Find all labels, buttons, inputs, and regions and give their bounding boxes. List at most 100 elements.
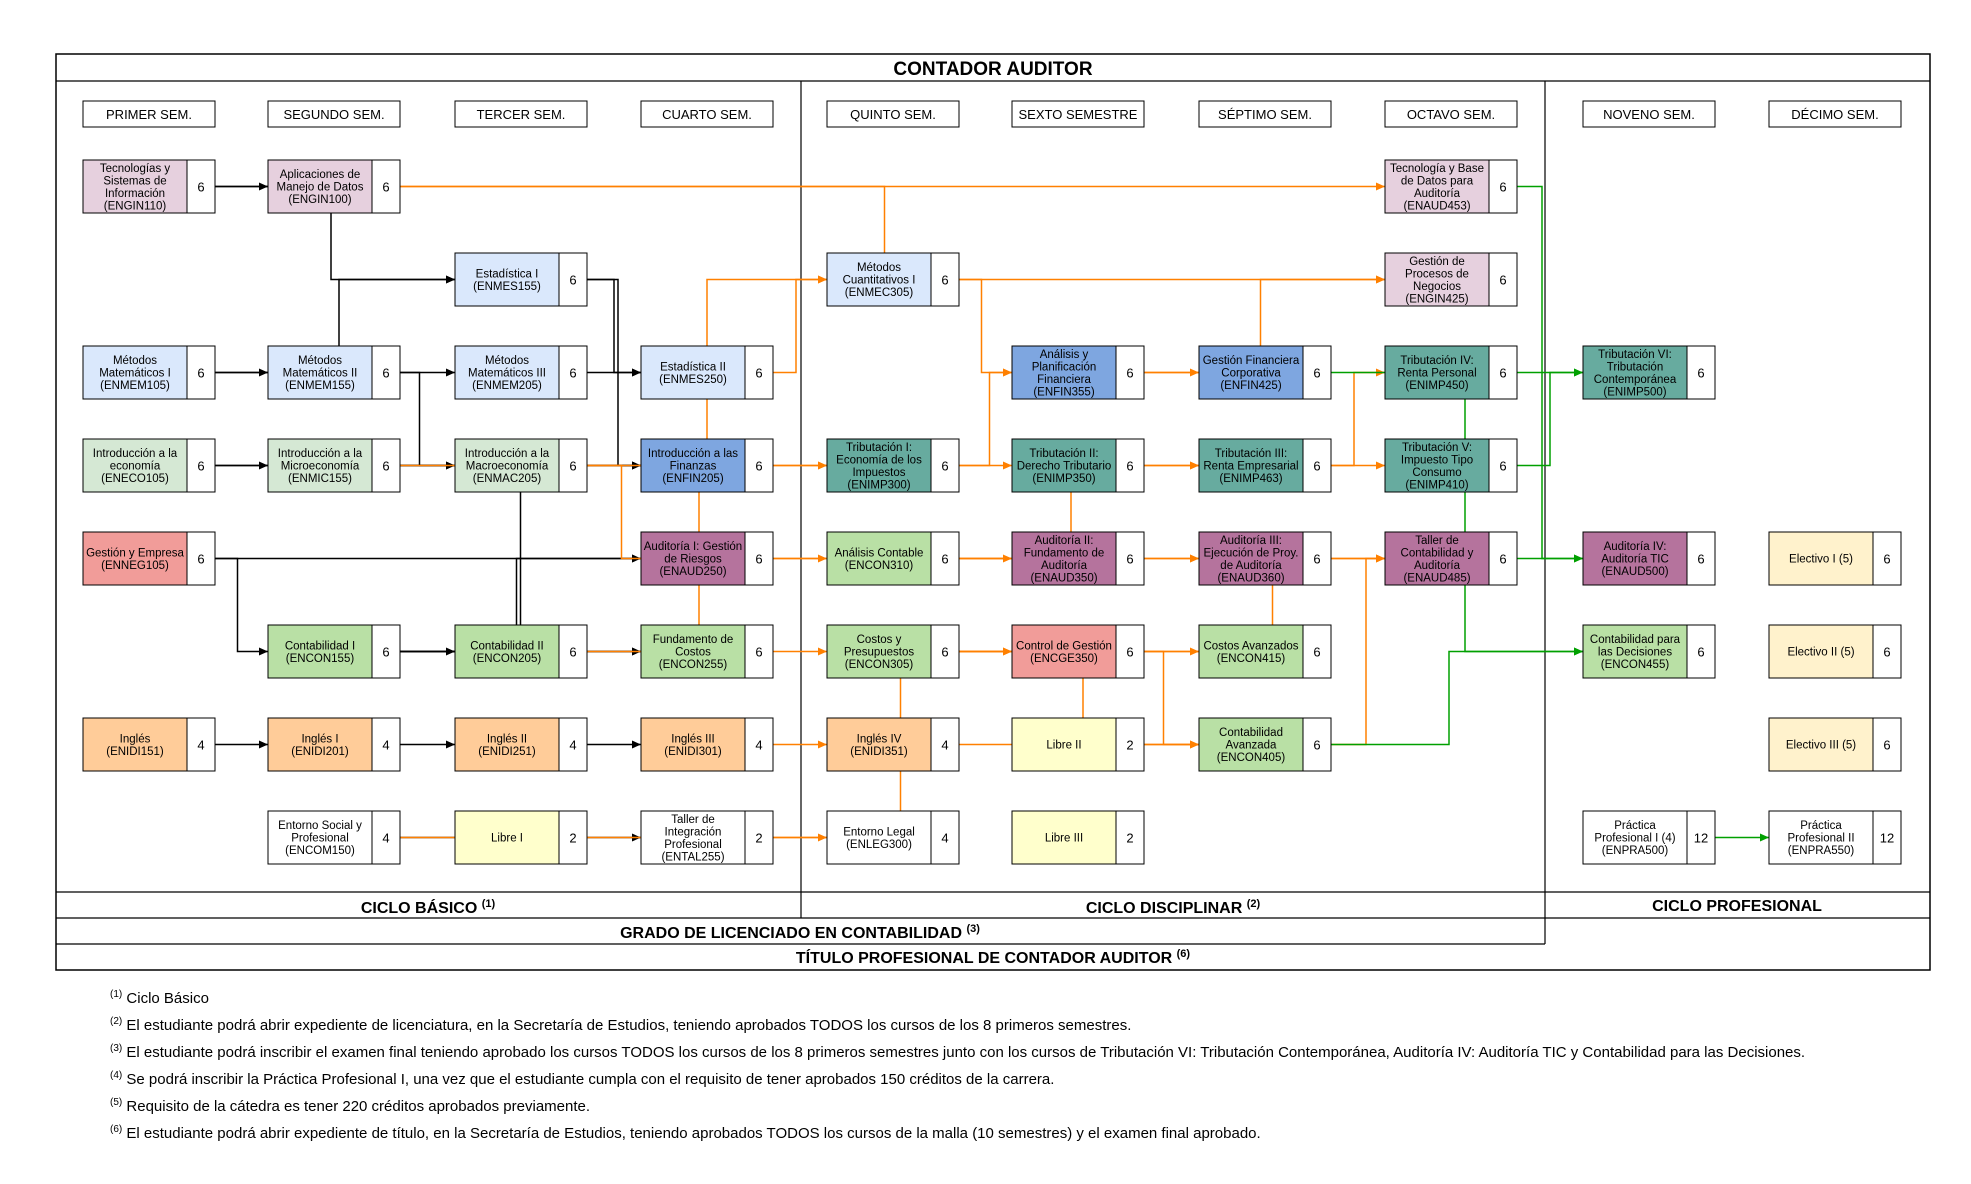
course-credits: 6	[1126, 459, 1133, 474]
course-credits: 6	[941, 552, 948, 567]
course-name-line: Auditoría	[1041, 560, 1088, 572]
course-credits: 6	[1499, 552, 1506, 567]
course-name-line: Tributación V:	[1402, 442, 1472, 454]
course-name-line: de Auditoría	[1220, 560, 1282, 572]
course-name-line: Economía de los	[836, 454, 922, 466]
course-credits: 2	[569, 831, 576, 846]
course-box[interactable]: Inglés II(ENIDI251)4	[454, 717, 588, 772]
course-box[interactable]: Contabilidad II(ENCON205)6	[454, 624, 588, 679]
course-box[interactable]: Introducción a laMacroeconomía(ENMAC205)…	[454, 438, 588, 493]
course-box[interactable]: Tributación V:Impuesto TipoConsumo(ENIMP…	[1384, 438, 1518, 493]
footnote-mark: (1)	[110, 989, 123, 1000]
course-box[interactable]: Tributación IV:Renta Personal(ENIMP450)6	[1384, 345, 1518, 400]
course-box[interactable]: Auditoría III:Ejecución de Proy.de Audit…	[1198, 531, 1332, 586]
course-name-line: Manejo de Datos	[277, 182, 364, 194]
course-box[interactable]: Tributación III:Renta Empresarial(ENIMP4…	[1198, 438, 1332, 493]
course-box[interactable]: Costos Avanzados(ENCON415)6	[1198, 624, 1332, 679]
course-box[interactable]: Análisis Contable(ENCON310)6	[826, 531, 960, 586]
course-box[interactable]: Inglés I(ENIDI201)4	[267, 717, 401, 772]
course-name-line: (ENCON415)	[1217, 653, 1286, 665]
semester-header: CUARTO SEM.	[640, 100, 774, 128]
course-box[interactable]: Electivo I (5)6	[1768, 531, 1902, 586]
course-credits: 6	[1126, 366, 1133, 381]
course-credits: 4	[755, 738, 762, 753]
course-name-line: Tecnologías y	[100, 163, 171, 175]
course-name-line: Financiera	[1037, 374, 1091, 386]
course-box[interactable]: Estadística II(ENMES250)6	[640, 345, 774, 400]
course-credits: 6	[941, 645, 948, 660]
course-box[interactable]: Inglés III(ENIDI301)4	[640, 717, 774, 772]
course-name-line: (ENMES155)	[473, 281, 541, 293]
course-box[interactable]: Taller deIntegraciónProfesional(ENTAL255…	[640, 810, 774, 865]
course-name-line: Aplicaciones de	[280, 169, 361, 181]
course-name-line: Análisis y	[1040, 349, 1089, 361]
course-box[interactable]: Introducción a laMicroeconomía(ENMIC155)…	[267, 438, 401, 493]
course-box[interactable]: Análisis yPlanificaciónFinanciera(ENFIN3…	[1011, 345, 1145, 400]
course-name-line: (ENMEM155)	[285, 380, 355, 392]
course-box[interactable]: Entorno Legal(ENLEG300)4	[826, 810, 960, 865]
course-box[interactable]: Electivo III (5)6	[1768, 717, 1902, 772]
course-box[interactable]: Auditoría II:Fundamento deAuditoría(ENAU…	[1011, 531, 1145, 586]
course-box[interactable]: Control de Gestión(ENCGE350)6	[1011, 624, 1145, 679]
course-name-line: Microeconomía	[281, 461, 360, 473]
course-credits: 6	[1499, 459, 1506, 474]
semester-header-label: PRIMER SEM.	[106, 107, 192, 122]
course-box[interactable]: Auditoría IV:Auditoría TIC(ENAUD500)6	[1582, 531, 1716, 586]
course-name-line: Finanzas	[670, 461, 717, 473]
course-name-line: Estadística II	[660, 361, 726, 373]
semester-header-label: CUARTO SEM.	[662, 107, 752, 122]
course-name-line: Fundamento de	[653, 634, 734, 646]
course-box[interactable]: Tributación VI:TributaciónContemporánea(…	[1582, 345, 1716, 400]
course-box[interactable]: Gestión y Empresa(ENNEG105)6	[82, 531, 216, 586]
course-credits: 6	[1697, 366, 1704, 381]
course-name-line: (ENCON155)	[286, 653, 355, 665]
course-name-line: (ENAUD360)	[1217, 572, 1284, 584]
course-box[interactable]: Inglés IV(ENIDI351)4	[826, 717, 960, 772]
course-name-line: Taller de	[671, 814, 714, 826]
semester-header: NOVENO SEM.	[1582, 100, 1716, 128]
course-box[interactable]: Tributación II:Derecho Tributario(ENIMP3…	[1011, 438, 1145, 493]
course-box[interactable]: Electivo II (5)6	[1768, 624, 1902, 679]
course-box[interactable]: Tributación I:Economía de losImpuestos(E…	[826, 438, 960, 493]
course-box[interactable]: Estadística I(ENMES155)6	[454, 252, 588, 307]
course-name-line: Matemáticos I	[99, 368, 171, 380]
course-credits: 4	[382, 738, 389, 753]
course-box[interactable]: Inglés(ENIDI151)4	[82, 717, 216, 772]
course-name-line: (ENIMP350)	[1032, 473, 1095, 485]
course-credits: 6	[1313, 645, 1320, 660]
course-credits: 6	[382, 366, 389, 381]
course-name-line: (ENTAL255)	[661, 851, 724, 863]
course-credits: 6	[1313, 459, 1320, 474]
course-credits: 6	[382, 645, 389, 660]
course-name-line: Estadística I	[476, 268, 539, 280]
course-name-line: (ENAUD250)	[659, 566, 726, 578]
course-credits: 6	[1313, 552, 1320, 567]
course-name-line: Control de Gestión	[1016, 640, 1112, 652]
course-name-line: Entorno Social y	[278, 820, 362, 832]
course-box[interactable]: Contabilidad I(ENCON155)6	[267, 624, 401, 679]
semester-header-label: SÉPTIMO SEM.	[1218, 107, 1312, 122]
